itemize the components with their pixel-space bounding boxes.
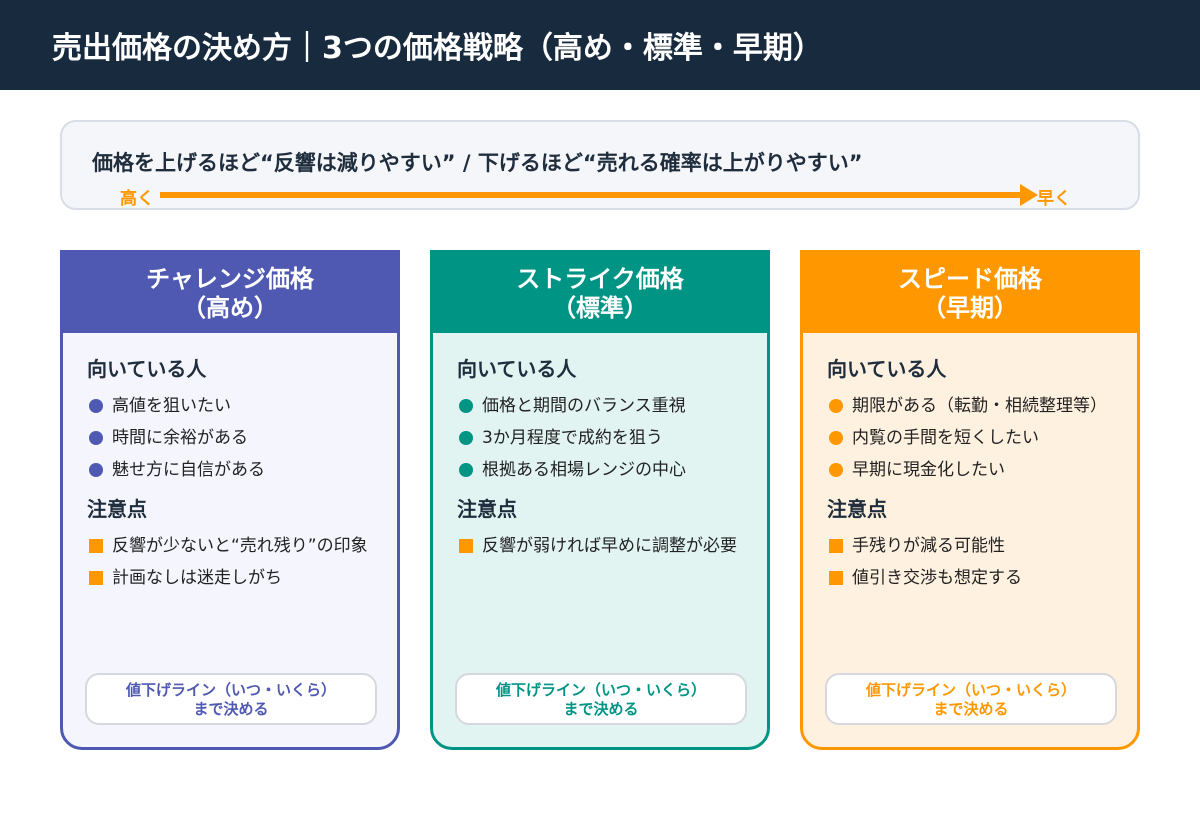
note-line: 値下げライン（いつ・いくら）: [125, 681, 336, 699]
bullet-dot-icon: [459, 463, 473, 477]
list-item-text: 内覧の手間を短くしたい: [852, 428, 1039, 448]
bullet-square-icon: [829, 571, 843, 585]
card-subtitle: （高め）: [182, 294, 278, 322]
price-tradeoff-banner: 価格を上げるほど“反響は減りやすい” / 下げるほど“売れる確率は上がりやすい”…: [60, 120, 1140, 210]
card-title: ストライク価格: [516, 265, 684, 293]
list-item: 計画なしは迷走しがち: [87, 568, 373, 589]
card-header: チャレンジ価格（高め）: [63, 253, 397, 333]
bullet-dot-icon: [829, 463, 843, 477]
list-item: 値引き交渉も想定する: [827, 568, 1113, 589]
list-item: 早期に現金化したい: [827, 460, 1113, 481]
card-header: ストライク価格（標準）: [433, 253, 767, 333]
list-item: 魅せ方に自信がある: [87, 460, 373, 481]
note-line: まで決める: [563, 700, 639, 718]
caution-heading: 注意点: [87, 497, 147, 521]
list-item-text: 時間に余裕がある: [112, 428, 248, 448]
list-item-text: 3か月程度で成約を狙う: [482, 428, 663, 448]
bullet-square-icon: [829, 539, 843, 553]
list-item: 高値を狙いたい: [87, 396, 373, 417]
fit-heading: 向いている人: [827, 357, 947, 381]
price-cut-note: 値下げライン（いつ・いくら）まで決める: [825, 673, 1117, 725]
list-item: 根拠ある相場レンジの中心: [457, 460, 743, 481]
caution-list: 反響が少ないと“売れ残り”の印象計画なしは迷走しがち: [87, 536, 373, 589]
price-cut-note: 値下げライン（いつ・いくら）まで決める: [85, 673, 377, 725]
caution-heading: 注意点: [457, 497, 517, 521]
fit-heading: 向いている人: [87, 357, 207, 381]
banner-message: 価格を上げるほど“反響は減りやすい” / 下げるほど“売れる確率は上がりやすい”: [92, 151, 863, 175]
bullet-dot-icon: [89, 463, 103, 477]
page-title: 売出価格の決め方｜3つの価格戦略（高め・標準・早期）: [0, 0, 1200, 90]
card-subtitle: （早期）: [922, 294, 1018, 322]
note-line: 値下げライン（いつ・いくら）: [865, 681, 1076, 699]
list-item-text: 価格と期間のバランス重視: [482, 396, 686, 416]
list-item-text: 早期に現金化したい: [852, 460, 1005, 480]
note-line: まで決める: [933, 700, 1009, 718]
fit-list: 期限がある（転勤・相続整理等） 内覧の手間を短くしたい早期に現金化したい: [827, 396, 1113, 481]
card-speed-price: スピード価格（早期） 向いている人期限がある（転勤・相続整理等） 内覧の手間を短く…: [800, 250, 1140, 750]
list-item-text: 反響が少ないと“売れ残り”の印象: [112, 536, 368, 556]
bullet-square-icon: [89, 571, 103, 585]
arrow-right-icon: [1020, 184, 1038, 206]
list-item-text: 反響が弱ければ早めに調整が必要: [482, 536, 737, 556]
list-item: 反響が弱ければ早めに調整が必要: [457, 536, 743, 557]
list-item-text: 期限がある（転勤・相続整理等）: [852, 396, 1107, 416]
list-item: 内覧の手間を短くしたい: [827, 428, 1113, 449]
fast-sale-label: 早く: [1037, 189, 1071, 209]
note-line: まで決める: [193, 700, 269, 718]
arrow-line: [160, 192, 1022, 198]
fit-heading: 向いている人: [457, 357, 577, 381]
bullet-dot-icon: [89, 431, 103, 445]
list-item-text: 高値を狙いたい: [112, 396, 231, 416]
bullet-dot-icon: [459, 431, 473, 445]
bullet-square-icon: [89, 539, 103, 553]
note-line: 値下げライン（いつ・いくら）: [495, 681, 706, 699]
caution-list: 反響が弱ければ早めに調整が必要: [457, 536, 743, 557]
list-item: 時間に余裕がある: [87, 428, 373, 449]
list-item: 価格と期間のバランス重視: [457, 396, 743, 417]
fit-list: 高値を狙いたい時間に余裕がある魅せ方に自信がある: [87, 396, 373, 481]
bullet-dot-icon: [829, 399, 843, 413]
list-item-text: 魅せ方に自信がある: [112, 460, 265, 480]
caution-heading: 注意点: [827, 497, 887, 521]
list-item-text: 手残りが減る可能性: [852, 536, 1005, 556]
fit-list: 価格と期間のバランス重視 3か月程度で成約を狙う根拠ある相場レンジの中心: [457, 396, 743, 481]
list-item: 手残りが減る可能性: [827, 536, 1113, 557]
list-item: 3か月程度で成約を狙う: [457, 428, 743, 449]
bullet-dot-icon: [89, 399, 103, 413]
list-item-text: 値引き交渉も想定する: [852, 568, 1022, 588]
list-item: 期限がある（転勤・相続整理等）: [827, 396, 1113, 417]
price-cut-note: 値下げライン（いつ・いくら）まで決める: [455, 673, 747, 725]
card-strike-price: ストライク価格（標準） 向いている人価格と期間のバランス重視 3か月程度で成約を狙…: [430, 250, 770, 750]
bullet-square-icon: [459, 539, 473, 553]
caution-list: 手残りが減る可能性値引き交渉も想定する: [827, 536, 1113, 589]
card-header: スピード価格（早期）: [803, 253, 1137, 333]
card-title: スピード価格: [898, 265, 1042, 293]
list-item-text: 根拠ある相場レンジの中心: [482, 460, 686, 480]
card-subtitle: （標準）: [552, 294, 648, 322]
list-item-text: 計画なしは迷走しがち: [112, 568, 282, 588]
card-challenge-price: チャレンジ価格（高め） 向いている人高値を狙いたい時間に余裕がある魅せ方に自信が…: [60, 250, 400, 750]
bullet-dot-icon: [829, 431, 843, 445]
high-price-label: 高く: [120, 189, 154, 209]
card-title: チャレンジ価格: [146, 265, 314, 293]
bullet-dot-icon: [459, 399, 473, 413]
list-item: 反響が少ないと“売れ残り”の印象: [87, 536, 373, 557]
